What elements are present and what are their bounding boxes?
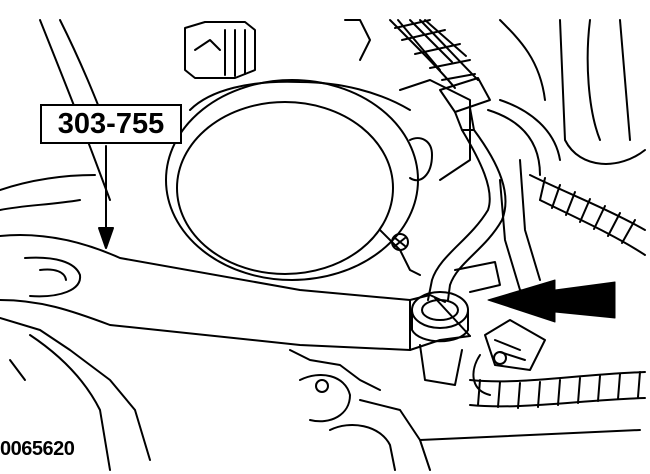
engine-block-outline (0, 19, 151, 471)
lower-assembly (289, 349, 646, 471)
figure-number: 0065620 (0, 438, 75, 460)
special-tool-wrench (0, 233, 471, 351)
callout-leader (98, 145, 114, 249)
tool-callout-label: 303-755 (40, 104, 182, 144)
right-housing (499, 19, 646, 165)
location-arrow (487, 279, 616, 323)
fuel-line (427, 77, 507, 301)
throttle-body (165, 79, 471, 281)
flare-nut-fitting (411, 261, 501, 386)
braided-hose (344, 19, 479, 89)
sensor-connector (472, 319, 546, 396)
wire-loom (487, 99, 646, 301)
top-bolt (184, 21, 256, 79)
